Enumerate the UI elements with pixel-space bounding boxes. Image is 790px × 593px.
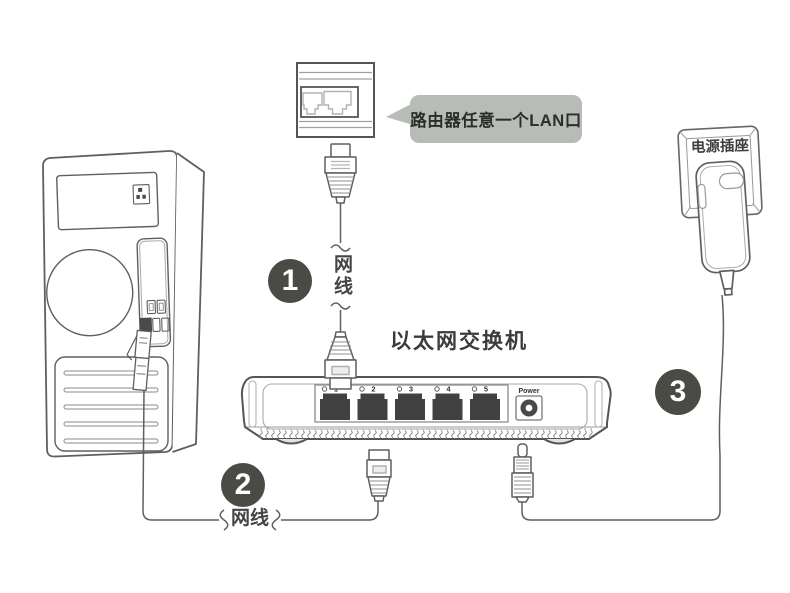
vent-pattern (258, 428, 594, 439)
switch-foot (275, 438, 308, 445)
switch-power-jack: Power (515, 388, 543, 421)
ethernet-port (139, 317, 153, 332)
rj45-plug-pc (126, 329, 152, 392)
rj45-jack-outlines (302, 90, 352, 115)
ethernet-cable-1 (324, 143, 357, 332)
rj45-connector-into-switch (324, 331, 357, 390)
rj45-connector-top (324, 143, 357, 204)
power-cord (511, 294, 725, 521)
outlet-label: 电源插座 (690, 137, 750, 157)
switch-port-5: 5 (470, 385, 500, 420)
cable-break-mark (330, 302, 351, 310)
psu-socket (132, 184, 151, 205)
adapter-slot (718, 172, 745, 190)
cable-label-top: 网线 (331, 254, 352, 298)
step-badge-2: 2 (221, 463, 265, 507)
adapter-tab (697, 183, 707, 209)
step-badge-1: 1 (268, 259, 312, 303)
port-number: 2 (371, 385, 375, 394)
port-number: 3 (409, 385, 413, 394)
switch-port-3: 3 (395, 385, 425, 420)
cable-label-bottom: 网线 (230, 508, 269, 529)
switch-title-label: 以太网交换机 (390, 330, 528, 353)
switch-port-4: 4 (432, 385, 463, 420)
port-number: 4 (446, 385, 451, 394)
cable-brace-left (219, 509, 229, 531)
router-lan-ports (296, 62, 375, 138)
vent-slats (54, 356, 169, 452)
computer-tower (42, 150, 205, 458)
ethernet-switch: 1 2 3 4 5 Po (240, 376, 612, 445)
ethernet-cable-2 (142, 389, 392, 531)
port-number: 5 (484, 385, 488, 394)
step-badge-3: 3 (655, 369, 701, 415)
callout-tail (386, 103, 413, 125)
cable-brace-right (271, 509, 281, 531)
psu-panel (56, 171, 160, 231)
usb-ports (146, 299, 170, 333)
callout-router-lan: 路由器任意一个LAN口 (410, 95, 582, 143)
io-panel (136, 237, 172, 348)
cable-break-mark (330, 244, 351, 252)
power-adapter (695, 160, 751, 296)
power-port-label: Power (518, 388, 539, 395)
switch-foot (543, 438, 576, 445)
switch-port-2: 2 (357, 385, 388, 420)
fan-circle (46, 249, 134, 337)
dc-plug (511, 443, 534, 503)
rj45-connector-bottom (366, 449, 392, 502)
